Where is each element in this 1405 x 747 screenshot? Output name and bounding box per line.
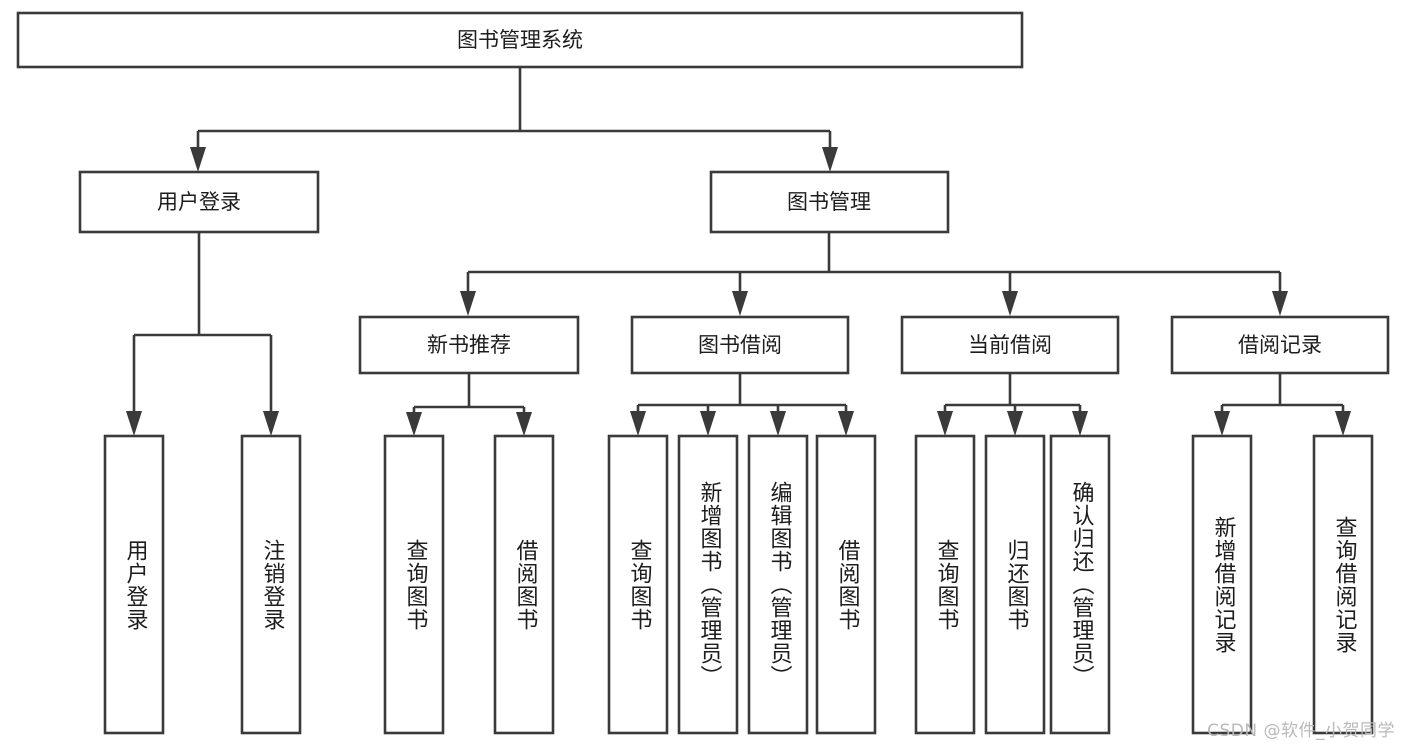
arrow-leaf-bb-3 [838,411,854,436]
arrow-level3-1 [732,291,748,316]
arrow-leaf-bb-1 [700,411,716,436]
leaf-box-bb-3[interactable] [815,434,877,735]
root-box [16,11,1024,69]
user-login-label: 用户登录 [157,190,241,214]
leaf-box-bb-0[interactable] [607,434,669,735]
watermark: CSDN @软件_小贺同学 [1207,721,1395,741]
new-book-recommend-box [358,315,580,375]
node-borrow-record[interactable]: 借阅记录 [1170,315,1390,375]
arrow-leaf-nbr-1 [516,412,532,436]
node-book-management[interactable]: 图书管理 [709,170,950,234]
leaf-box-cb-2[interactable] [1049,434,1111,735]
arrow-leaf-user-login-1 [263,411,279,436]
root-label: 图书管理系统 [457,28,583,52]
book-borrow-label: 图书借阅 [698,333,782,357]
leaf-box-cb-1[interactable] [984,434,1046,735]
leaf-box-cb-0[interactable] [914,434,976,735]
new-book-recommend-label: 新书推荐 [427,333,511,357]
arrow-leaf-user-login-0 [126,411,142,436]
leaf-box-br-0[interactable] [1191,434,1253,735]
arrow-leaf-bb-2 [770,411,786,436]
leaf-box-br-1[interactable] [1312,434,1374,735]
arrow-leaf-bb-0 [630,411,646,436]
arrow-level3-2 [1002,291,1018,316]
node-current-borrow[interactable]: 当前借阅 [900,315,1120,375]
arrow-level3-0 [460,291,476,316]
leaf-box-nbr-0[interactable] [383,434,445,735]
arrow-book-mgmt [822,147,838,172]
arrow-level3-3 [1272,291,1288,316]
leaf-box-user-login-1[interactable] [240,434,302,735]
node-root[interactable]: 图书管理系统 [16,11,1024,69]
arrow-leaf-cb-1 [1007,411,1023,436]
book-management-label: 图书管理 [787,190,871,214]
book-borrow-box [630,315,850,375]
arrow-leaf-cb-2 [1072,411,1088,436]
arrow-leaf-br-1 [1335,411,1351,436]
leaf-box-nbr-1[interactable] [493,434,555,735]
arrow-leaf-br-0 [1214,411,1230,436]
leaf-box-user-login-0[interactable] [103,434,165,735]
node-user-login[interactable]: 用户登录 [78,170,320,234]
borrow-record-box [1170,315,1390,375]
node-new-book-recommend[interactable]: 新书推荐 [358,315,580,375]
arrow-leaf-cb-0 [937,411,953,436]
current-borrow-box [900,315,1120,375]
arrow-user-login [190,147,206,172]
book-management-box [709,170,950,234]
node-book-borrow[interactable]: 图书借阅 [630,315,850,375]
current-borrow-label: 当前借阅 [968,333,1052,357]
arrow-leaf-nbr-0 [406,412,422,436]
leaf-box-bb-1[interactable] [677,434,739,735]
borrow-record-label: 借阅记录 [1238,333,1322,357]
leaf-box-bb-2[interactable] [747,434,809,735]
